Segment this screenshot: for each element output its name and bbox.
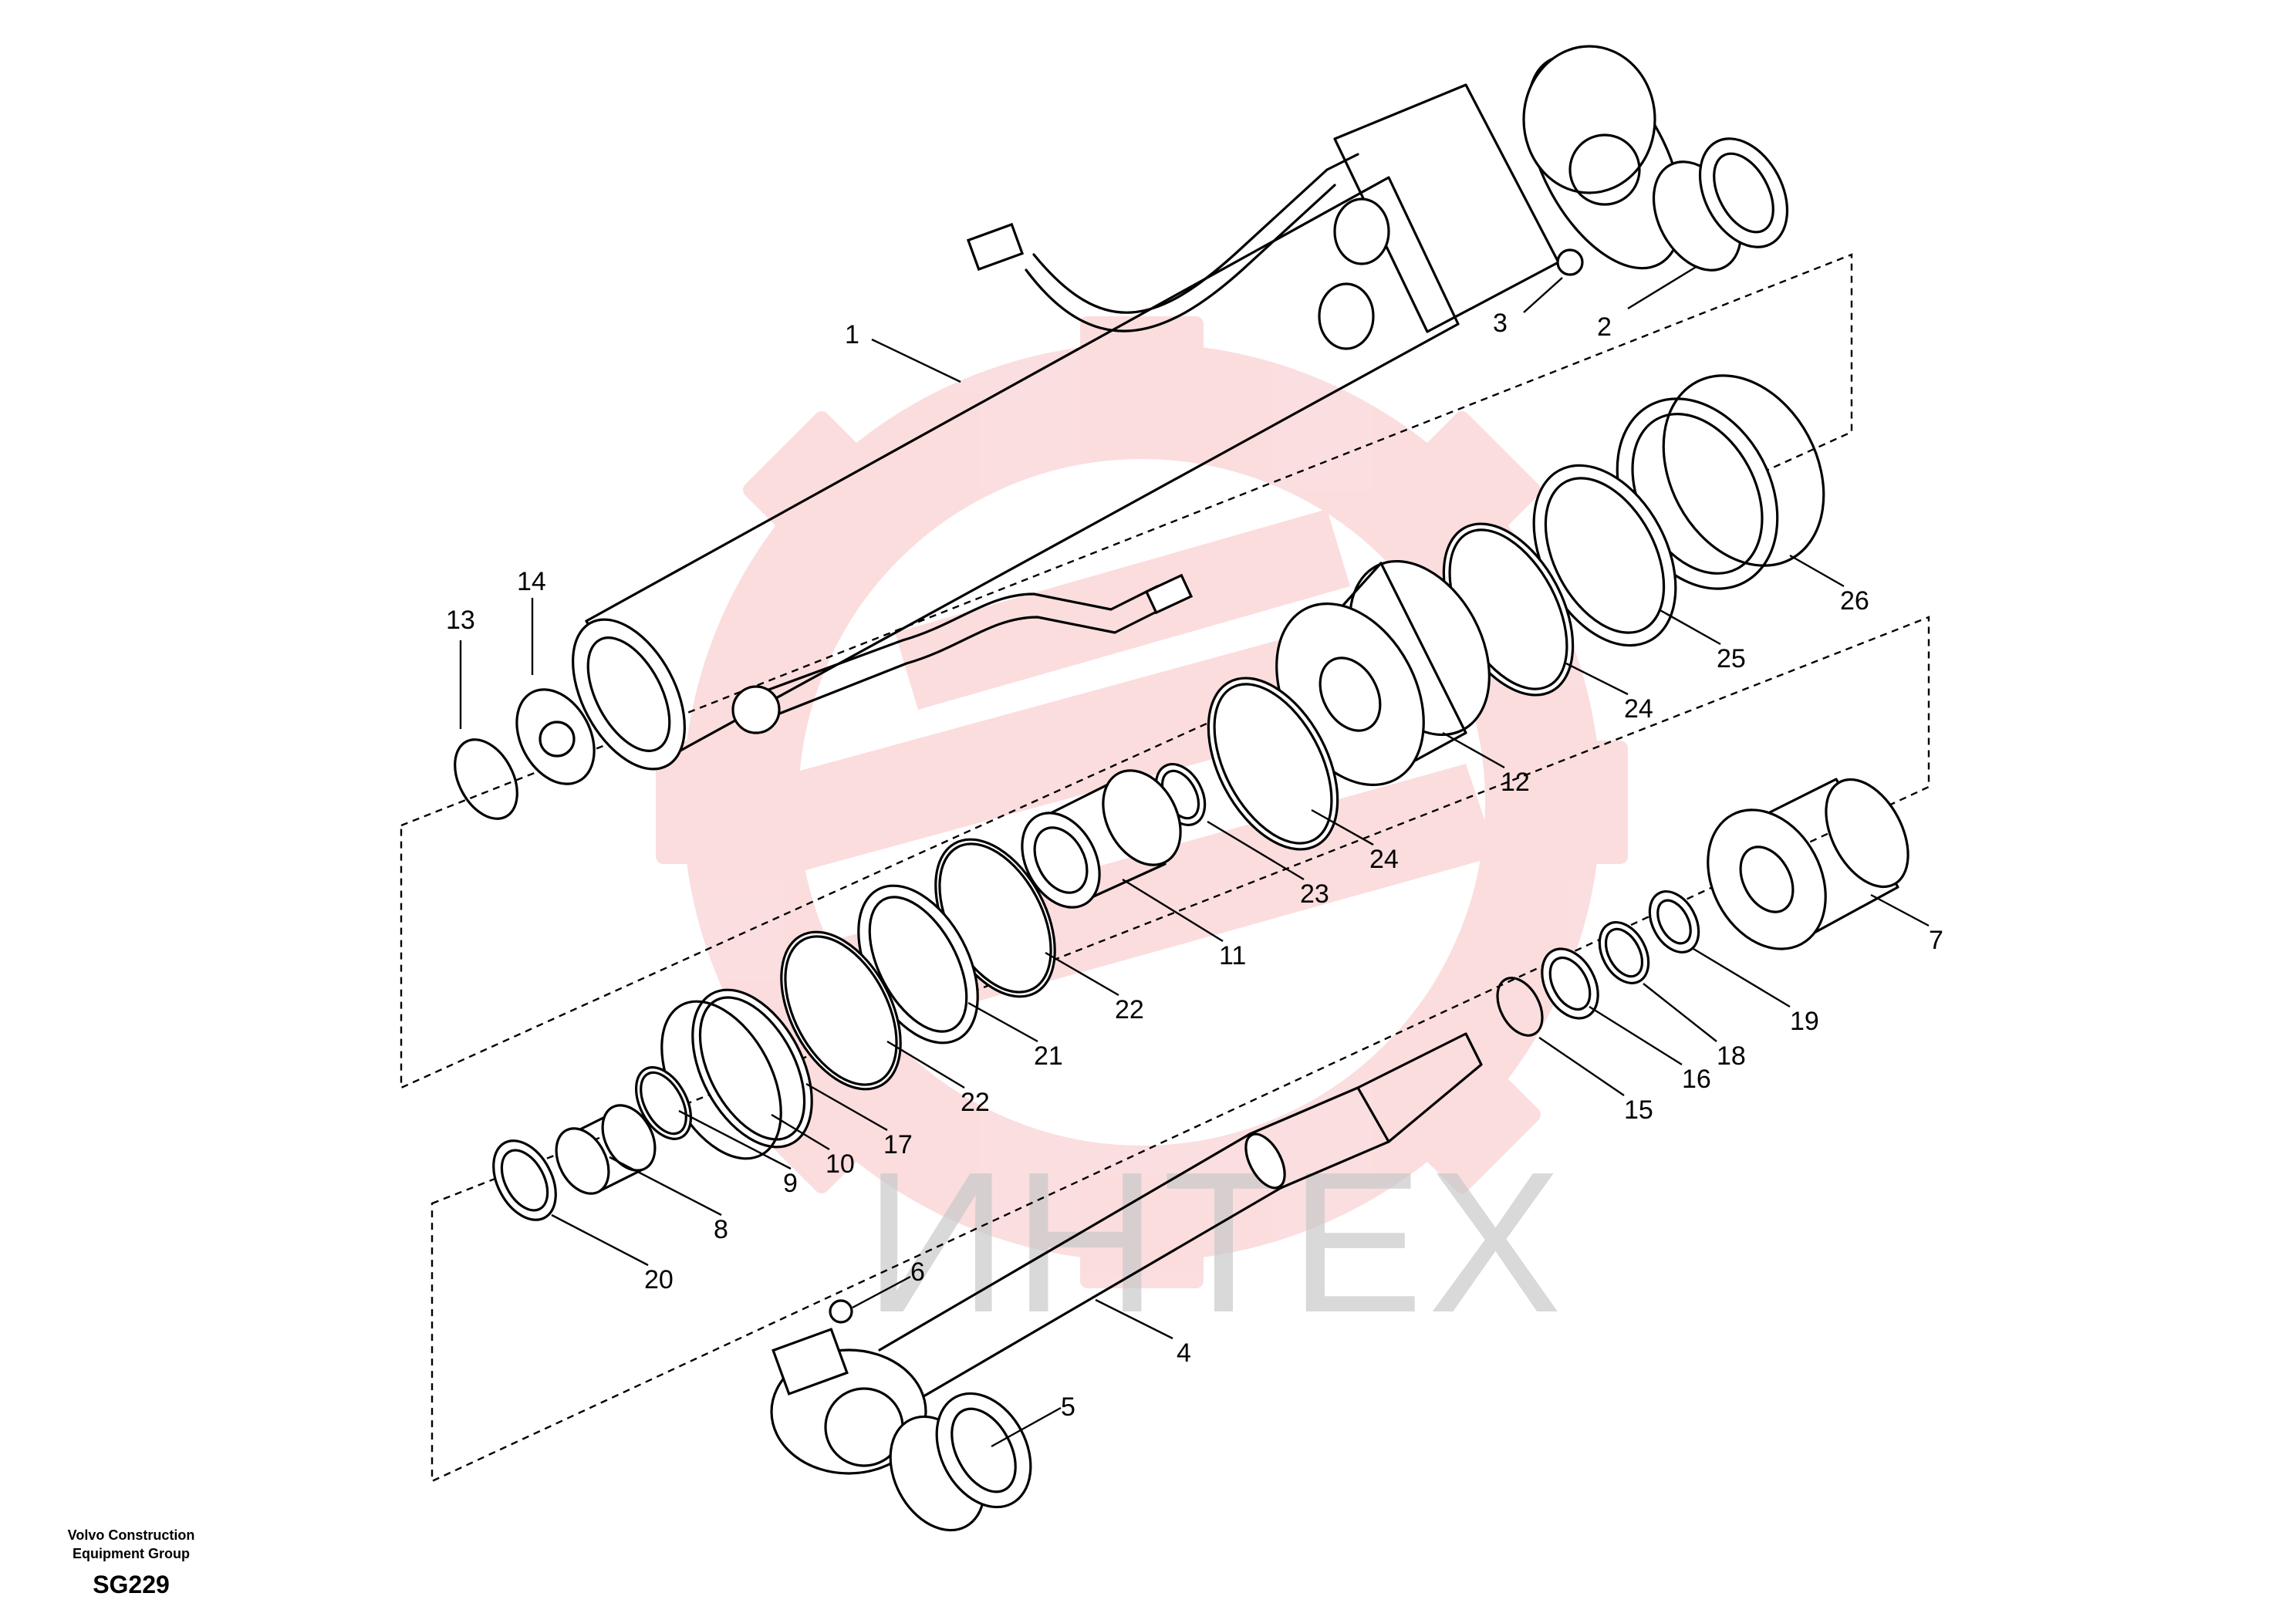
grease-nipple-6 bbox=[829, 1299, 853, 1324]
ring-20 bbox=[492, 1139, 557, 1221]
nut-14 bbox=[515, 688, 596, 785]
callout-10: 10 bbox=[826, 1149, 855, 1179]
piston-rod-4 bbox=[770, 1032, 1483, 1475]
watermark-text: ИНТЕХ bbox=[864, 1131, 1566, 1355]
callout-25: 25 bbox=[1717, 644, 1746, 673]
callout-4: 4 bbox=[1177, 1338, 1191, 1368]
callout-7: 7 bbox=[1929, 926, 1943, 955]
footer-company: Volvo Construction Equipment Group bbox=[31, 1526, 231, 1563]
rod-group-frame bbox=[430, 616, 1930, 1483]
callout-16: 16 bbox=[1682, 1065, 1711, 1094]
ring-15 bbox=[1496, 977, 1544, 1037]
callout-2: 2 bbox=[1597, 312, 1612, 342]
callout-3: 3 bbox=[1493, 309, 1508, 338]
callout-15: 15 bbox=[1624, 1095, 1653, 1125]
bushing-2 bbox=[1652, 137, 1789, 272]
callout-24-upper: 24 bbox=[1624, 694, 1653, 724]
callout-6: 6 bbox=[910, 1257, 925, 1287]
callout-26: 26 bbox=[1840, 586, 1869, 616]
ring-9 bbox=[635, 1066, 692, 1140]
callout-11: 11 bbox=[1219, 941, 1246, 970]
footer-company-line1: Volvo Construction bbox=[67, 1527, 195, 1543]
callout-9: 9 bbox=[783, 1169, 798, 1198]
bushing-8 bbox=[555, 1104, 657, 1195]
callout-20: 20 bbox=[644, 1265, 674, 1294]
callout-14: 14 bbox=[517, 567, 546, 596]
callout-labels: 1 2 3 26 25 24 12 24 23 11 22 21 22 17 1… bbox=[446, 309, 1943, 1422]
callout-22-upper: 22 bbox=[1115, 995, 1144, 1024]
ring-22-lower bbox=[780, 930, 902, 1091]
callout-12: 12 bbox=[1501, 768, 1530, 797]
grease-nipple-3 bbox=[1556, 248, 1584, 276]
bushing-11 bbox=[1021, 769, 1182, 909]
footer-diagram-code: SG229 bbox=[93, 1571, 170, 1598]
cylinder-head-7 bbox=[1707, 778, 1909, 950]
callout-19: 19 bbox=[1790, 1007, 1819, 1036]
ring-16 bbox=[1541, 947, 1599, 1020]
bushing-5 bbox=[889, 1392, 1032, 1532]
callout-21: 21 bbox=[1034, 1041, 1063, 1071]
leader-lines bbox=[459, 265, 1930, 1448]
callout-23: 23 bbox=[1300, 879, 1329, 909]
ring-24-lower bbox=[1207, 677, 1339, 851]
callout-1: 1 bbox=[845, 320, 859, 349]
footer-company-line2: Equipment Group bbox=[73, 1546, 190, 1561]
cylinder-tube bbox=[572, 45, 1683, 771]
callout-13: 13 bbox=[446, 606, 475, 635]
callout-17: 17 bbox=[883, 1130, 913, 1159]
piston-group-frame bbox=[400, 253, 1853, 1089]
callout-5: 5 bbox=[1061, 1392, 1075, 1422]
ring-19 bbox=[1648, 890, 1700, 953]
ring-18 bbox=[1598, 921, 1650, 984]
callout-18: 18 bbox=[1717, 1041, 1746, 1071]
callout-24-lower: 24 bbox=[1369, 845, 1399, 874]
ring-13 bbox=[454, 738, 518, 820]
callout-22-lower: 22 bbox=[961, 1088, 990, 1117]
callout-8: 8 bbox=[714, 1215, 728, 1244]
